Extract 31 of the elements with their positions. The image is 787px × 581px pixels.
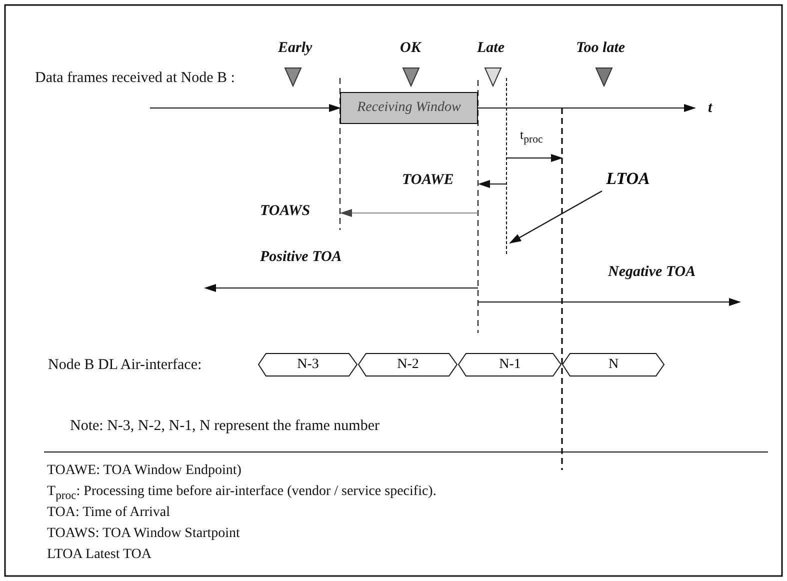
frame-hexagon	[562, 353, 665, 377]
leader-line	[509, 190, 602, 244]
dashed-line	[506, 78, 507, 254]
frame-label: N-2	[397, 357, 419, 373]
frame-label: N-3	[297, 357, 319, 373]
ltoa-label: LTOA	[606, 169, 650, 189]
dimension-label: Positive TOA	[260, 249, 342, 266]
dimension-label: TOAWS	[260, 203, 310, 220]
window-label: Receiving Window	[357, 100, 461, 116]
note-text: Note: N-3, N-2, N-1, N represent the frame number	[70, 418, 380, 434]
dimension-label: Negative TOA	[608, 264, 696, 280]
definition-text: LTOA Latest TOA	[47, 547, 152, 562]
definition-text: TOA: Time of Arrival	[47, 505, 170, 520]
definition-text: TOAWS: TOA Window Startpoint	[47, 526, 240, 542]
definition-text: TOAWE: TOA Window Endpoint)	[47, 463, 242, 478]
definition-text: T$_{proc}$: Processing time before air-interface (vendor / service specific).	[47, 484, 436, 503]
timing-label: Late	[477, 40, 504, 56]
timing-label: Too late	[576, 40, 626, 56]
receiving-window-box	[340, 92, 478, 124]
frame-label: N-1	[499, 357, 521, 373]
duration-label: t$_{proc}$	[520, 128, 543, 146]
row-label: Data frames received at Node B :	[35, 70, 235, 86]
frame-hexagon	[458, 353, 562, 377]
timing-label: Early	[278, 40, 312, 56]
dimension-label: TOAWE	[402, 172, 454, 188]
frame-hexagon	[358, 353, 458, 377]
timing-label: OK	[400, 40, 421, 56]
axis-label: t	[708, 100, 712, 116]
frame-hexagon	[258, 353, 358, 377]
row-label: Node B DL Air-interface:	[48, 357, 202, 374]
frame-label: N	[608, 357, 619, 373]
